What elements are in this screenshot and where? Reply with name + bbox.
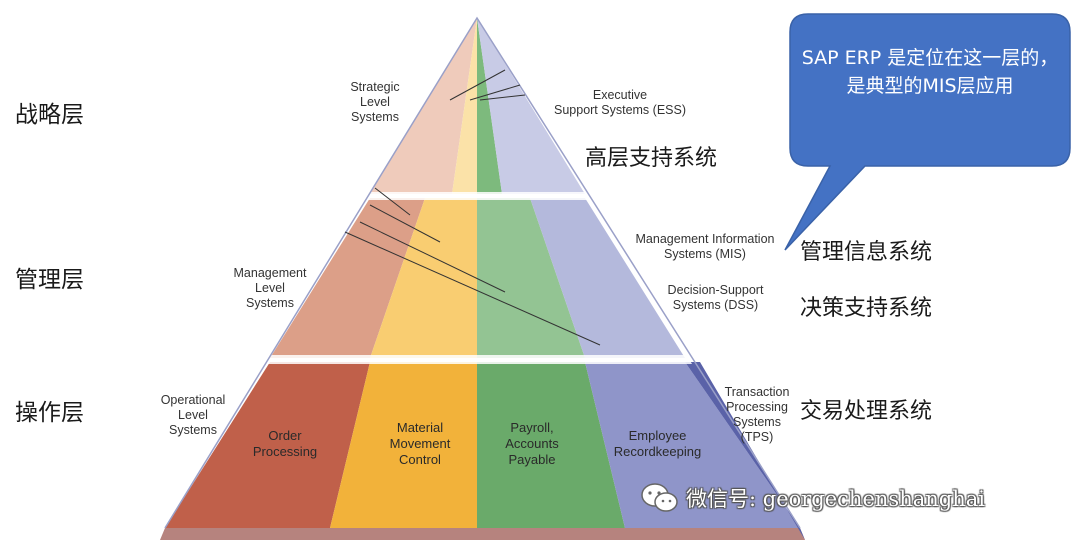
ess-zh-label: 高层支持系统 xyxy=(585,146,718,171)
watermark: 微信号: georgechenshanghai xyxy=(640,482,985,514)
tier-operational-payroll xyxy=(477,362,625,528)
pyramid-base xyxy=(160,528,805,540)
segment-payroll-accounts-payable: Payroll, Accounts Payable xyxy=(505,420,559,467)
dss-zh-label: 决策支持系统 xyxy=(800,296,933,321)
mis-zh-label: 管理信息系统 xyxy=(800,240,933,265)
pyramid-outline xyxy=(164,16,801,529)
layer-label-strategic: 战略层 xyxy=(15,102,84,128)
segment-order-processing: Order Processing xyxy=(252,428,318,459)
tps-zh-label: 交易处理系统 xyxy=(800,399,933,424)
watermark-text: 微信号: georgechenshanghai xyxy=(686,487,985,511)
tier-management-right xyxy=(530,198,685,358)
callout-bubble xyxy=(784,13,1071,251)
separator-lower xyxy=(263,355,692,364)
tier-operational-material xyxy=(330,362,477,528)
layer-label-management: 管理层 xyxy=(15,267,84,293)
management-level-systems-label: Management Level Systems xyxy=(233,266,307,310)
tier-management-yellow xyxy=(370,198,477,358)
segment-employee-recordkeeping: Employee Recordkeeping xyxy=(613,428,702,459)
pointer-lines xyxy=(344,69,601,346)
separator-upper xyxy=(364,192,592,200)
strategic-level-systems-label: Strategic Level Systems xyxy=(350,80,400,124)
tier-management-green xyxy=(477,198,585,358)
tier-strategic-yellow xyxy=(452,18,477,194)
tier-operational-order xyxy=(165,362,370,528)
callout-text: SAP ERP 是定位在这一层的，是典型的MIS层应用 xyxy=(801,47,1059,97)
wechat-icon xyxy=(641,483,678,512)
mis-label: Management Information Systems (MIS) xyxy=(635,232,775,261)
layer-label-operational: 操作层 xyxy=(15,400,84,426)
tps-label: Transaction Processing Systems (TPS) xyxy=(724,385,790,444)
tier-management-left xyxy=(270,198,425,358)
segment-material-movement-control: Material Movement Control xyxy=(389,420,451,467)
dss-label: Decision-Support Systems (DSS) xyxy=(667,283,764,312)
ess-label: Executive Support Systems (ESS) xyxy=(554,88,686,117)
operational-level-systems-label: Operational Level Systems xyxy=(160,393,226,437)
tier-operational-employee xyxy=(585,362,800,528)
